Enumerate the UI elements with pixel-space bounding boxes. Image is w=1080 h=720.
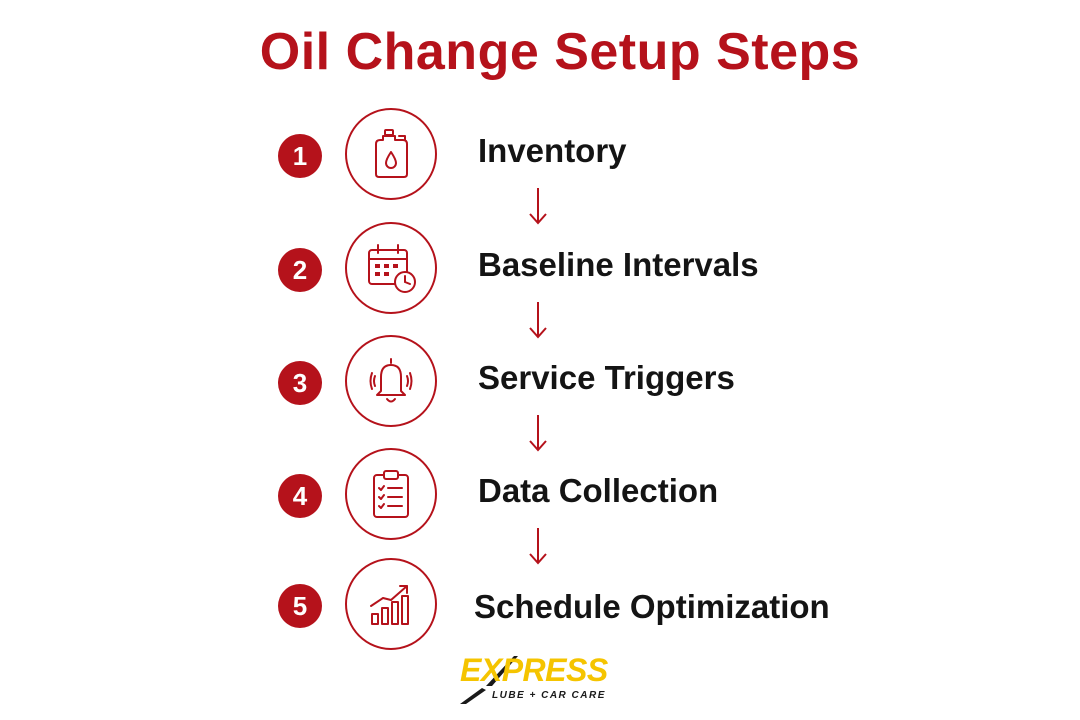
oil-jug-icon (375, 129, 408, 178)
arrow-down-icon (529, 188, 547, 225)
step-icon-circle (345, 108, 437, 200)
step-label: Service Triggers (478, 359, 735, 396)
step-number-badge: 2 (278, 248, 322, 292)
step-icon-circle (345, 558, 437, 650)
step-number-badge: 1 (278, 134, 322, 178)
logo-tagline: LUBE + CAR CARE (492, 690, 606, 701)
calendar-clock-icon (368, 244, 416, 293)
arrow-down-icon (529, 528, 547, 565)
brand-logo: EXPRESS LUBE + CAR CARE (452, 652, 622, 706)
step-4: 4 Data Collection (0, 448, 1080, 544)
growth-chart-icon (370, 585, 409, 625)
logo-swoosh-icon (460, 656, 518, 704)
step-5: 5 Schedule Optimization (0, 558, 1080, 654)
step-label: Data Collection (478, 472, 719, 509)
step-2: 2 Baseline Intervals (0, 222, 1080, 318)
arrow-down-icon (529, 302, 547, 339)
step-label: Schedule Optimization (474, 588, 830, 625)
clipboard-checklist-icon (373, 470, 409, 518)
step-icon-circle (345, 222, 437, 314)
step-1: 1 Inventory (0, 108, 1080, 204)
step-number-badge: 3 (278, 361, 322, 405)
step-label: Baseline Intervals (478, 246, 759, 283)
logo-wordmark: EXPRESS (460, 652, 608, 688)
page-title: Oil Change Setup Steps (259, 23, 861, 81)
step-number-badge: 5 (278, 584, 322, 628)
step-icon-circle (345, 335, 437, 427)
step-3: 3 Service Triggers (0, 335, 1080, 431)
step-number-badge: 4 (278, 474, 322, 518)
arrow-down-icon (529, 415, 547, 452)
bell-icon (369, 358, 413, 403)
step-label: Inventory (478, 132, 627, 169)
step-icon-circle (345, 448, 437, 540)
